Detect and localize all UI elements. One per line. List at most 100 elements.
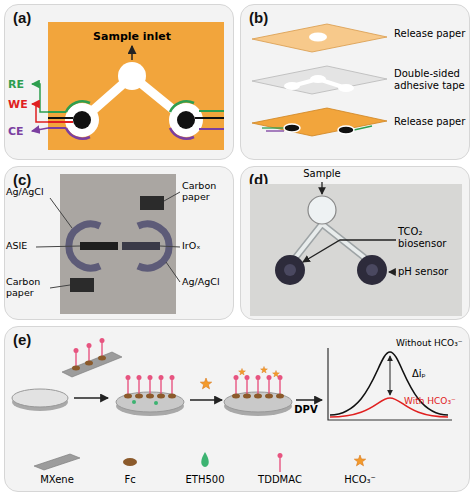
fc-dot xyxy=(276,394,284,399)
legend-text: MXene xyxy=(21,474,93,486)
photo-backdrop xyxy=(250,184,462,316)
ph-sensor xyxy=(357,255,387,285)
panel-tag: (b) xyxy=(249,9,268,26)
legend-sample xyxy=(34,454,80,470)
leader-line xyxy=(50,285,70,288)
wire xyxy=(48,111,66,113)
part-label: pH sensor xyxy=(398,266,468,278)
tddmac-pin xyxy=(170,375,175,394)
process-arrow xyxy=(296,399,322,401)
tddmac-pin xyxy=(159,375,164,394)
part-label: Ag/AgCl xyxy=(182,276,232,287)
electrode-center xyxy=(366,264,378,276)
part-label: RE xyxy=(8,78,32,91)
tddmac-pin xyxy=(256,375,261,394)
electrode xyxy=(338,126,354,134)
legend-text: ETH500 xyxy=(169,474,241,486)
wire xyxy=(262,127,284,128)
carbon-paper xyxy=(70,278,94,292)
tddmac-pin xyxy=(245,375,250,394)
tddmac-pin xyxy=(278,375,283,394)
tddmac-pin xyxy=(234,375,239,394)
leader-line xyxy=(164,192,180,201)
fc-dot xyxy=(135,394,143,399)
counter-electrode xyxy=(66,128,90,139)
legend-sample xyxy=(278,453,283,472)
part-label: Without HCO₃⁻ xyxy=(396,338,470,349)
part-label: IrOₓ xyxy=(182,240,232,251)
part-label: Double-sided adhesive tape xyxy=(394,68,468,92)
leader-line xyxy=(131,46,133,60)
fc-dot xyxy=(146,394,154,399)
legend-sample xyxy=(201,452,209,467)
tddmac-pin xyxy=(100,338,105,357)
inlet-hole xyxy=(309,33,327,42)
part-label: TCO₂ biosensor xyxy=(398,226,468,250)
bicarbonate-star xyxy=(273,370,280,377)
process-arrow xyxy=(190,399,222,401)
fc-dot xyxy=(72,366,80,371)
leader-line xyxy=(303,240,396,262)
wire xyxy=(48,117,73,119)
tddmac-pin xyxy=(148,375,153,394)
plot-axes xyxy=(328,348,452,420)
bicarbonate-star xyxy=(200,378,211,389)
legend-text: Fc xyxy=(94,474,166,486)
eth500-drop xyxy=(132,400,136,404)
flow-channel xyxy=(292,224,370,262)
tco2-sensor xyxy=(275,255,305,285)
bicarbonate-star xyxy=(261,366,268,373)
part-label: Δiₚ xyxy=(412,368,452,380)
electrode-window xyxy=(338,84,354,92)
leader-line xyxy=(160,246,180,247)
panel-tag: (e) xyxy=(13,331,31,348)
electrode-window xyxy=(284,82,300,90)
legend-sample xyxy=(123,458,137,466)
part-label: Release paper xyxy=(394,116,468,128)
part-label: ASIE xyxy=(6,240,60,251)
fc-dot xyxy=(124,394,132,399)
wire xyxy=(199,110,224,112)
part-label: Carbon paper xyxy=(6,276,52,299)
fc-dot xyxy=(157,394,165,399)
leader-line xyxy=(32,104,48,122)
bicarbonate-star xyxy=(239,368,246,375)
electrode xyxy=(284,124,300,132)
wire xyxy=(48,127,66,129)
leader-line xyxy=(166,262,180,282)
part-label: WE xyxy=(8,98,32,111)
irox-electrode xyxy=(122,242,160,250)
chip-substrate xyxy=(48,22,224,150)
sample-well xyxy=(308,196,336,224)
electrode-disk xyxy=(12,389,68,407)
delta-arrow xyxy=(390,356,391,395)
carbon-paper xyxy=(140,196,164,210)
photo-backdrop xyxy=(60,174,176,314)
part-label: Sample xyxy=(296,168,348,180)
fc-dot xyxy=(265,394,273,399)
fc-dot xyxy=(254,394,262,399)
legend-sample xyxy=(354,455,365,466)
base-chip-layer xyxy=(252,108,387,136)
sample-inlet xyxy=(118,62,146,90)
part-label: DPV xyxy=(284,404,328,416)
part-label: With HCO₃⁻ xyxy=(404,396,470,407)
leader-line xyxy=(321,182,322,194)
electrode-well xyxy=(169,103,203,137)
electrode-well xyxy=(65,103,99,137)
wire xyxy=(48,121,73,123)
legend-text: TDDMAC xyxy=(244,474,316,486)
fc-dot xyxy=(232,394,240,399)
mxene-sheet xyxy=(62,352,122,377)
wire xyxy=(354,126,372,130)
eth500-drop xyxy=(154,401,158,405)
counter-electrode xyxy=(170,128,194,139)
fc-dot xyxy=(168,394,176,399)
working-electrode xyxy=(73,111,91,129)
wire xyxy=(266,130,284,131)
wire xyxy=(195,117,224,119)
working-electrode xyxy=(177,111,195,129)
tddmac-pin xyxy=(137,375,142,394)
tddmac-pin xyxy=(267,375,272,394)
